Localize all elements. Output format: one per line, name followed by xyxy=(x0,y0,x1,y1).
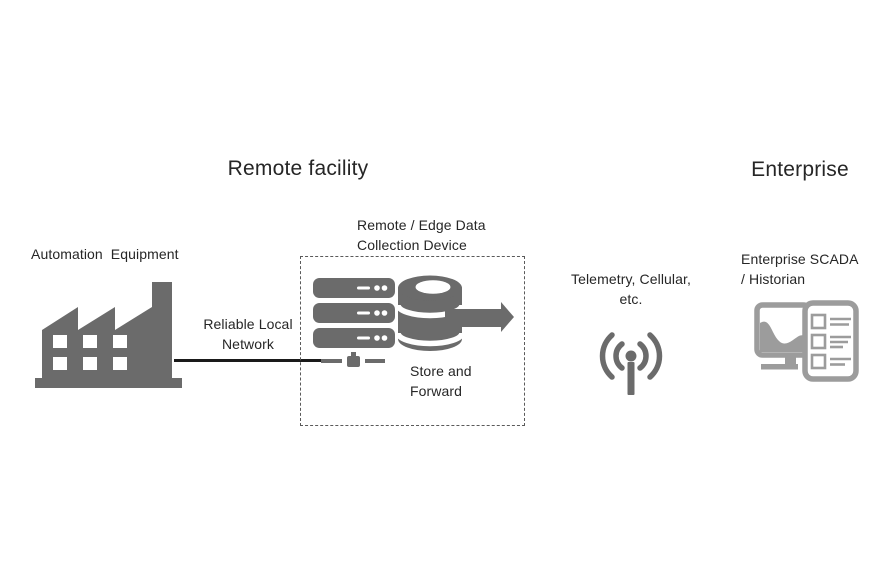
network-connector-icon xyxy=(321,352,385,367)
reliable-local-network-label: Reliable Local Network xyxy=(203,316,293,352)
server-stack-icon xyxy=(313,278,395,348)
store-forward-label: Store and Forward xyxy=(410,363,472,399)
edge-device-label: Remote / Edge Data Collection Device xyxy=(357,217,486,253)
network-connection-line xyxy=(174,359,342,362)
antenna-icon xyxy=(599,332,663,395)
automation-equipment-label: Automation Equipment xyxy=(31,246,179,262)
edge-device-boundary-box xyxy=(300,256,525,426)
factory-icon xyxy=(35,282,182,388)
section-title-enterprise: Enterprise xyxy=(751,158,849,181)
checklist-icon xyxy=(802,300,859,382)
store-forward-arrow-icon xyxy=(445,302,514,332)
telemetry-label: Telemetry, Cellular, etc. xyxy=(570,271,691,307)
enterprise-scada-label: Enterprise SCADA / Historian xyxy=(741,251,859,287)
section-title-remote-facility: Remote facility xyxy=(227,157,369,180)
